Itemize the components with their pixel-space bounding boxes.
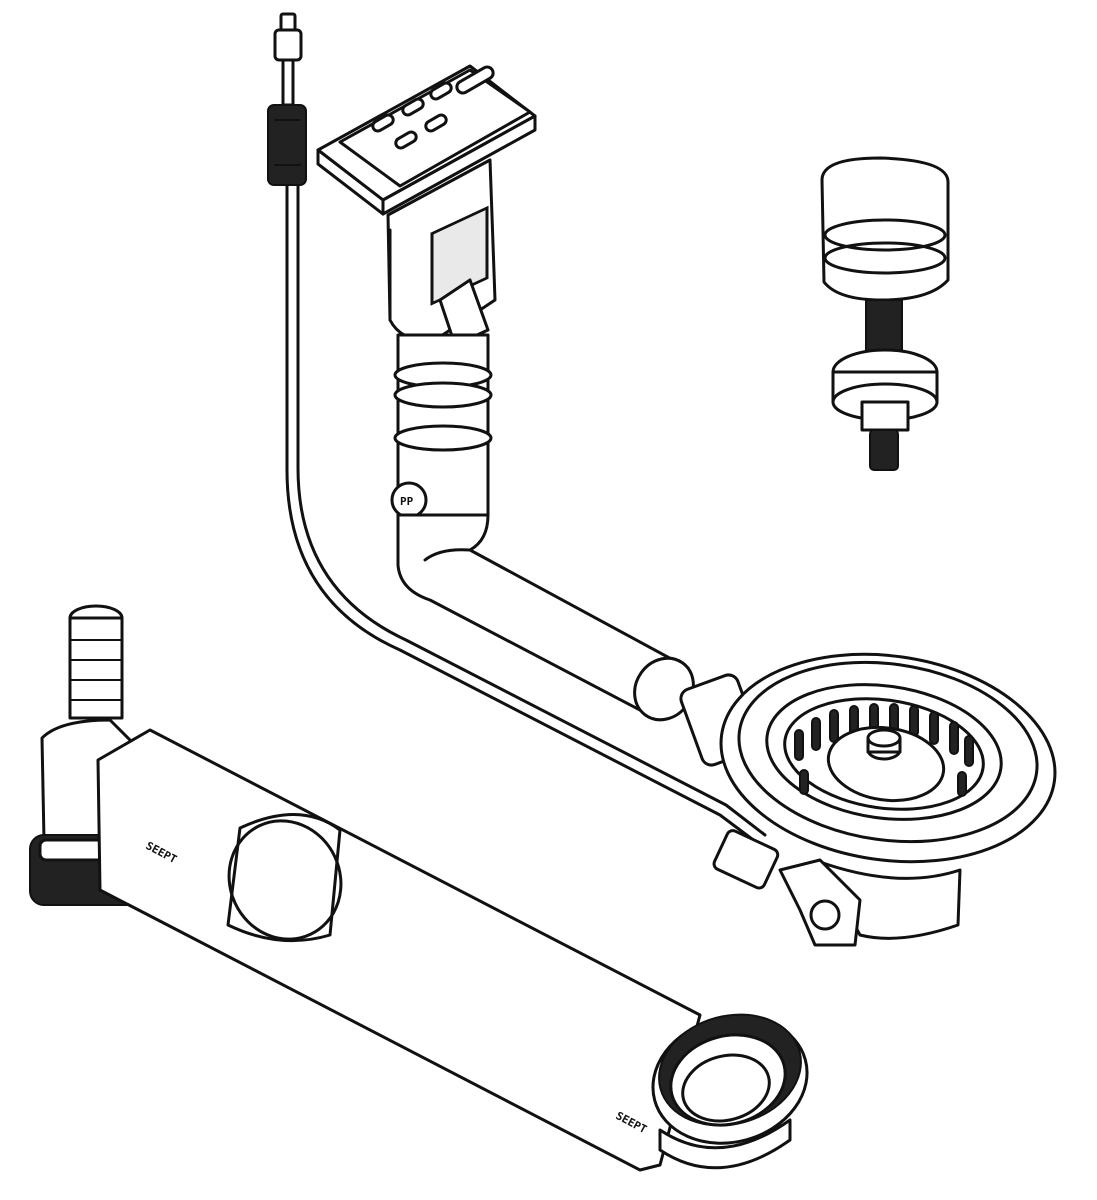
overflow-pipe: PP: [390, 333, 695, 722]
strainer-slots: [794, 703, 974, 797]
strainer-plug: [820, 156, 950, 471]
horizontal-outlet-pipe: SEEPT SEEPT: [96, 728, 702, 1172]
rectangular-overflow-grate: [316, 64, 537, 347]
remote-control-cable: [267, 12, 780, 890]
svg-text:PP: PP: [400, 495, 414, 508]
basket-strainer-waste: [679, 652, 1057, 947]
trap-connection: [651, 1013, 809, 1170]
